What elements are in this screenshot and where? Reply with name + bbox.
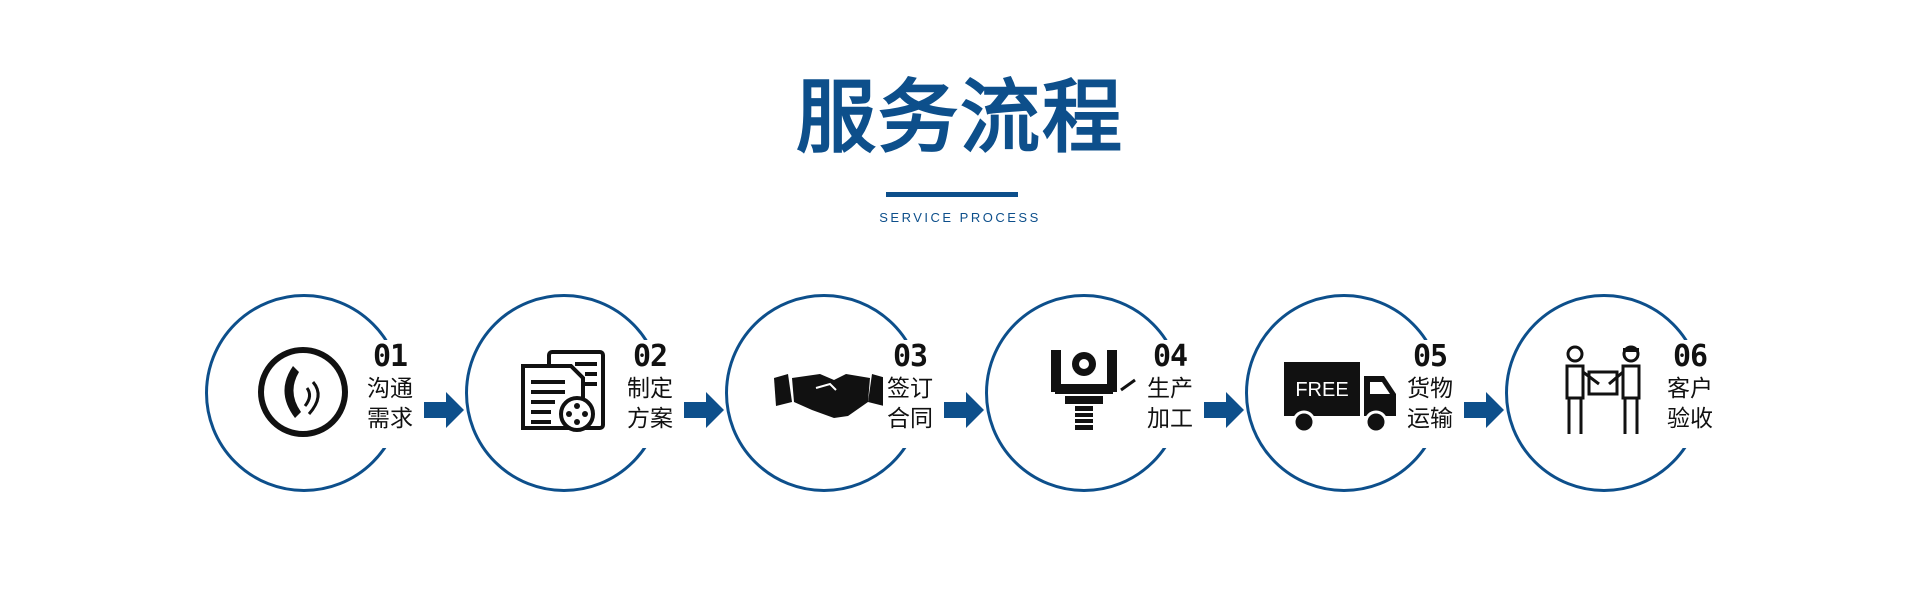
step-title-line1: 制定	[627, 376, 673, 402]
step-title-line2: 运输	[1407, 406, 1453, 432]
process-step-5: FREE 05 货物 运输	[1245, 294, 1504, 494]
process-step-4: 04 生产 加工	[985, 294, 1244, 494]
step-label: 03 签订 合同	[883, 340, 937, 448]
phone-icon	[258, 347, 348, 437]
arrow-right-icon	[424, 392, 464, 428]
document-film-icon	[521, 350, 605, 432]
step-label: 02 制定 方案	[623, 340, 677, 448]
step-title-line1: 签订	[887, 376, 933, 402]
step-number: 04	[1152, 339, 1188, 374]
truck-label: FREE	[1295, 379, 1348, 401]
process-step-6: 06 客户 验收	[1505, 294, 1755, 494]
process-step-1: 01 沟通 需求	[205, 294, 464, 494]
process-step-2: 02 制定 方案	[465, 294, 724, 494]
step-title-line2: 验收	[1667, 406, 1713, 432]
truck-icon: FREE	[1284, 362, 1396, 434]
step-label: 05 货物 运输	[1403, 340, 1457, 448]
arrow-right-icon	[1464, 392, 1504, 428]
step-number: 01	[372, 339, 408, 374]
step-title-line1: 货物	[1407, 376, 1453, 402]
page-subtitle: SERVICE PROCESS	[879, 210, 1041, 225]
arrow-right-icon	[684, 392, 724, 428]
process-step-3: 03 签订 合同	[725, 294, 984, 494]
step-title-line2: 需求	[367, 406, 413, 432]
step-label: 06 客户 验收	[1663, 340, 1717, 448]
step-title-line2: 加工	[1147, 406, 1193, 432]
delivery-people-icon	[1565, 345, 1641, 434]
step-number: 03	[892, 339, 928, 374]
step-number: 06	[1672, 339, 1708, 374]
step-title-line1: 沟通	[367, 376, 413, 402]
title-divider	[886, 192, 1018, 197]
step-label: 01 沟通 需求	[363, 340, 417, 448]
page-title: 服务流程	[796, 71, 1124, 164]
step-title-line1: 客户	[1667, 376, 1713, 402]
step-title-line1: 生产	[1147, 376, 1193, 402]
handshake-icon	[774, 374, 886, 418]
step-number: 02	[632, 339, 668, 374]
step-number: 05	[1412, 339, 1448, 374]
machining-icon	[1051, 350, 1136, 430]
arrow-right-icon	[1204, 392, 1244, 428]
step-title-line2: 方案	[627, 406, 673, 432]
step-label: 04 生产 加工	[1143, 340, 1197, 448]
arrow-right-icon	[944, 392, 984, 428]
step-title-line2: 合同	[887, 406, 933, 432]
